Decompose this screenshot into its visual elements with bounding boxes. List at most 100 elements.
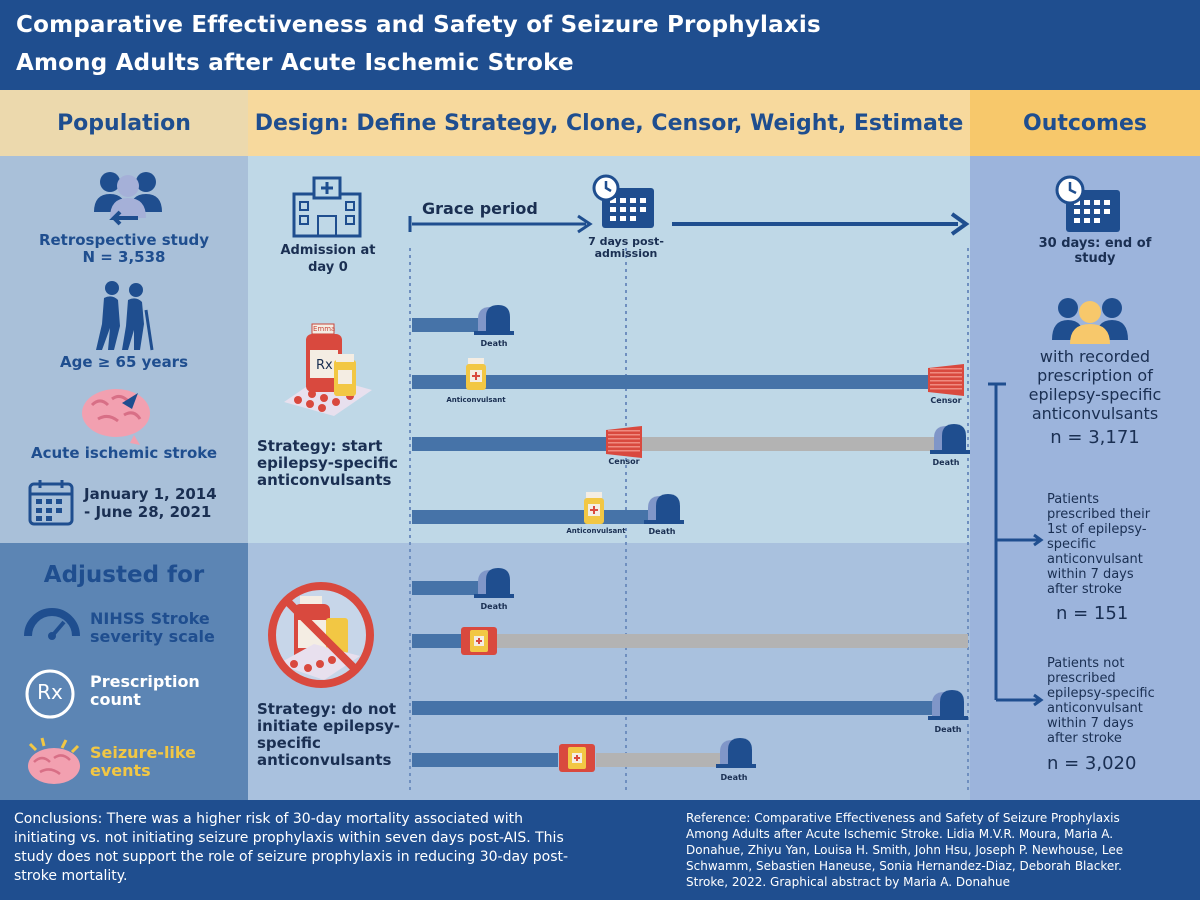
row3-censor-icon [606, 426, 642, 458]
date-range-line-1: January 1, 2014 [84, 485, 217, 503]
admission-label-2: day 0 [308, 260, 348, 275]
row3-bar [412, 437, 608, 451]
not-rx-line-3: epilepsy-specific [1047, 686, 1155, 701]
first-rx-line-6: within 7 days [1047, 567, 1134, 582]
adjust-item-3-line-2: events [90, 761, 151, 780]
censor-block [928, 364, 964, 396]
tombstone-base [644, 520, 684, 524]
grace-period-label: Grace period [422, 199, 538, 218]
adjust-item-1-line-1: NIHSS Stroke [90, 609, 210, 628]
row1-death-label: Death [480, 339, 508, 348]
row8-gray-bar [596, 753, 722, 767]
medicine-bottle-icon [284, 323, 372, 416]
row5-bar [412, 581, 482, 595]
row4-bar [412, 510, 650, 524]
row7-death-label: Death [934, 725, 962, 734]
reference-line-3: Donahue, Zhiyu Yan, Louisa H. Smith, Joh… [686, 843, 1124, 857]
row4-anticonvulsant-icon [584, 492, 604, 524]
row2-anticonvulsant-icon [466, 358, 486, 390]
row2-censor-label: Censor [930, 396, 962, 405]
strategy-start-line-1: Strategy: start [257, 437, 383, 455]
recorded-line-4: anticonvulsants [1031, 404, 1159, 423]
strategy-none-line-4: anticonvulsants [257, 751, 392, 769]
not-rx-line-6: after stroke [1047, 731, 1122, 746]
adjust-item-3-line-1: Seizure-like [90, 743, 196, 762]
calendar-clock-icon-day7 [592, 174, 654, 228]
recorded-line-2: prescription of [1037, 366, 1153, 385]
hospital-icon [292, 176, 362, 238]
reference-box: Reference: Comparative Effectiveness and… [672, 800, 1200, 900]
row7-bar [412, 701, 934, 715]
date-range-line-2: - June 28, 2021 [84, 503, 212, 521]
tombstone-back-icon [486, 568, 510, 596]
not-rx-line-5: within 7 days [1047, 716, 1134, 731]
prescription-rx-icon [25, 669, 75, 719]
tombstone-base [928, 716, 968, 720]
title-bar: Comparative Effectiveness and Safety of … [0, 0, 1200, 90]
not-rx-line-1: Patients not [1047, 656, 1125, 671]
bottle-cross [472, 372, 480, 380]
strategy-none-line-2: initiate epilepsy- [257, 717, 400, 735]
bottle-cross [574, 755, 580, 761]
first-rx-line-2: prescribed their [1047, 507, 1151, 522]
title-line-2: Among Adults after Acute Ischemic Stroke [16, 50, 574, 76]
first-rx-line-1: Patients [1047, 492, 1100, 507]
recorded-n: n = 3,171 [1050, 427, 1140, 448]
strategy-none-line-3: specific [257, 734, 321, 752]
tombstone-back-icon [656, 494, 680, 522]
first-rx-line-5: anticonvulsant [1047, 552, 1143, 567]
row4-anticonvulsant-label: Anticonvulsant [566, 527, 626, 535]
outcome-bracket [988, 382, 1044, 707]
first-rx-line-4: specific [1047, 537, 1097, 552]
row7-death-icon [928, 690, 968, 720]
row1-bar [412, 318, 482, 332]
conclusions-line-3: study does not support the role of seizu… [14, 849, 569, 865]
row4-death-label: Death [648, 527, 676, 536]
tombstone-base [716, 764, 756, 768]
reference-line-2: Among Adults after Acute Ischemic Stroke… [686, 827, 1114, 841]
design-header: Design: Define Strategy, Clone, Censor, … [248, 90, 970, 156]
tombstone-base [474, 594, 514, 598]
grace-arrow-head [577, 214, 593, 234]
bottle-cap [586, 492, 602, 498]
study-n-label: N = 3,538 [82, 248, 166, 266]
adjust-item-1-line-2: severity scale [90, 627, 215, 646]
day7-label-1: 7 days post- [588, 235, 664, 248]
row8-censor-icon [559, 744, 595, 772]
followup-arrow-head [950, 212, 970, 236]
tombstone-base [474, 331, 514, 335]
row8-death-icon [716, 738, 756, 768]
row4-death-icon [644, 494, 684, 524]
row3-death-label: Death [932, 458, 960, 467]
conclusions-box: Conclusions: There was a higher risk of … [0, 800, 672, 900]
row2-bar [412, 375, 930, 389]
calendar-clock-icon-day30 [1055, 175, 1120, 232]
study-type-label: Retrospective study [38, 231, 210, 249]
row3-death-icon [930, 424, 970, 454]
calendar-icon [28, 480, 74, 526]
tombstone-back-icon [486, 305, 510, 333]
day7-label-2: admission [594, 247, 658, 260]
row3-gray-bar [642, 437, 940, 451]
not-rx-line-4: anticonvulsant [1047, 701, 1143, 716]
conclusions-line-2: initiating vs. not initiating seizure pr… [14, 830, 564, 846]
row5-death-label: Death [480, 602, 508, 611]
pill-bottle-rx: Rx [316, 358, 333, 373]
end-study-line-2: study [1074, 251, 1116, 266]
rx-symbol: Rx [37, 680, 63, 704]
recorded-line-1: with recorded [1039, 347, 1151, 366]
row2-censor-icon [928, 364, 964, 396]
recorded-line-3: epilepsy-specific [1028, 385, 1162, 404]
strategy-start-line-2: epilepsy-specific [257, 454, 398, 472]
row5-death-icon [474, 568, 514, 598]
population-header: Population [0, 90, 248, 156]
bottle-cap [468, 358, 484, 364]
strategy-start-line-3: anticonvulsants [257, 471, 392, 489]
conclusions-line-4: stroke mortality. [14, 868, 128, 884]
tombstone-back-icon [942, 424, 966, 452]
gauge-icon [24, 608, 80, 640]
brain-stroke-icon [82, 389, 150, 445]
end-study-line-1: 30 days: end of [1038, 236, 1152, 251]
